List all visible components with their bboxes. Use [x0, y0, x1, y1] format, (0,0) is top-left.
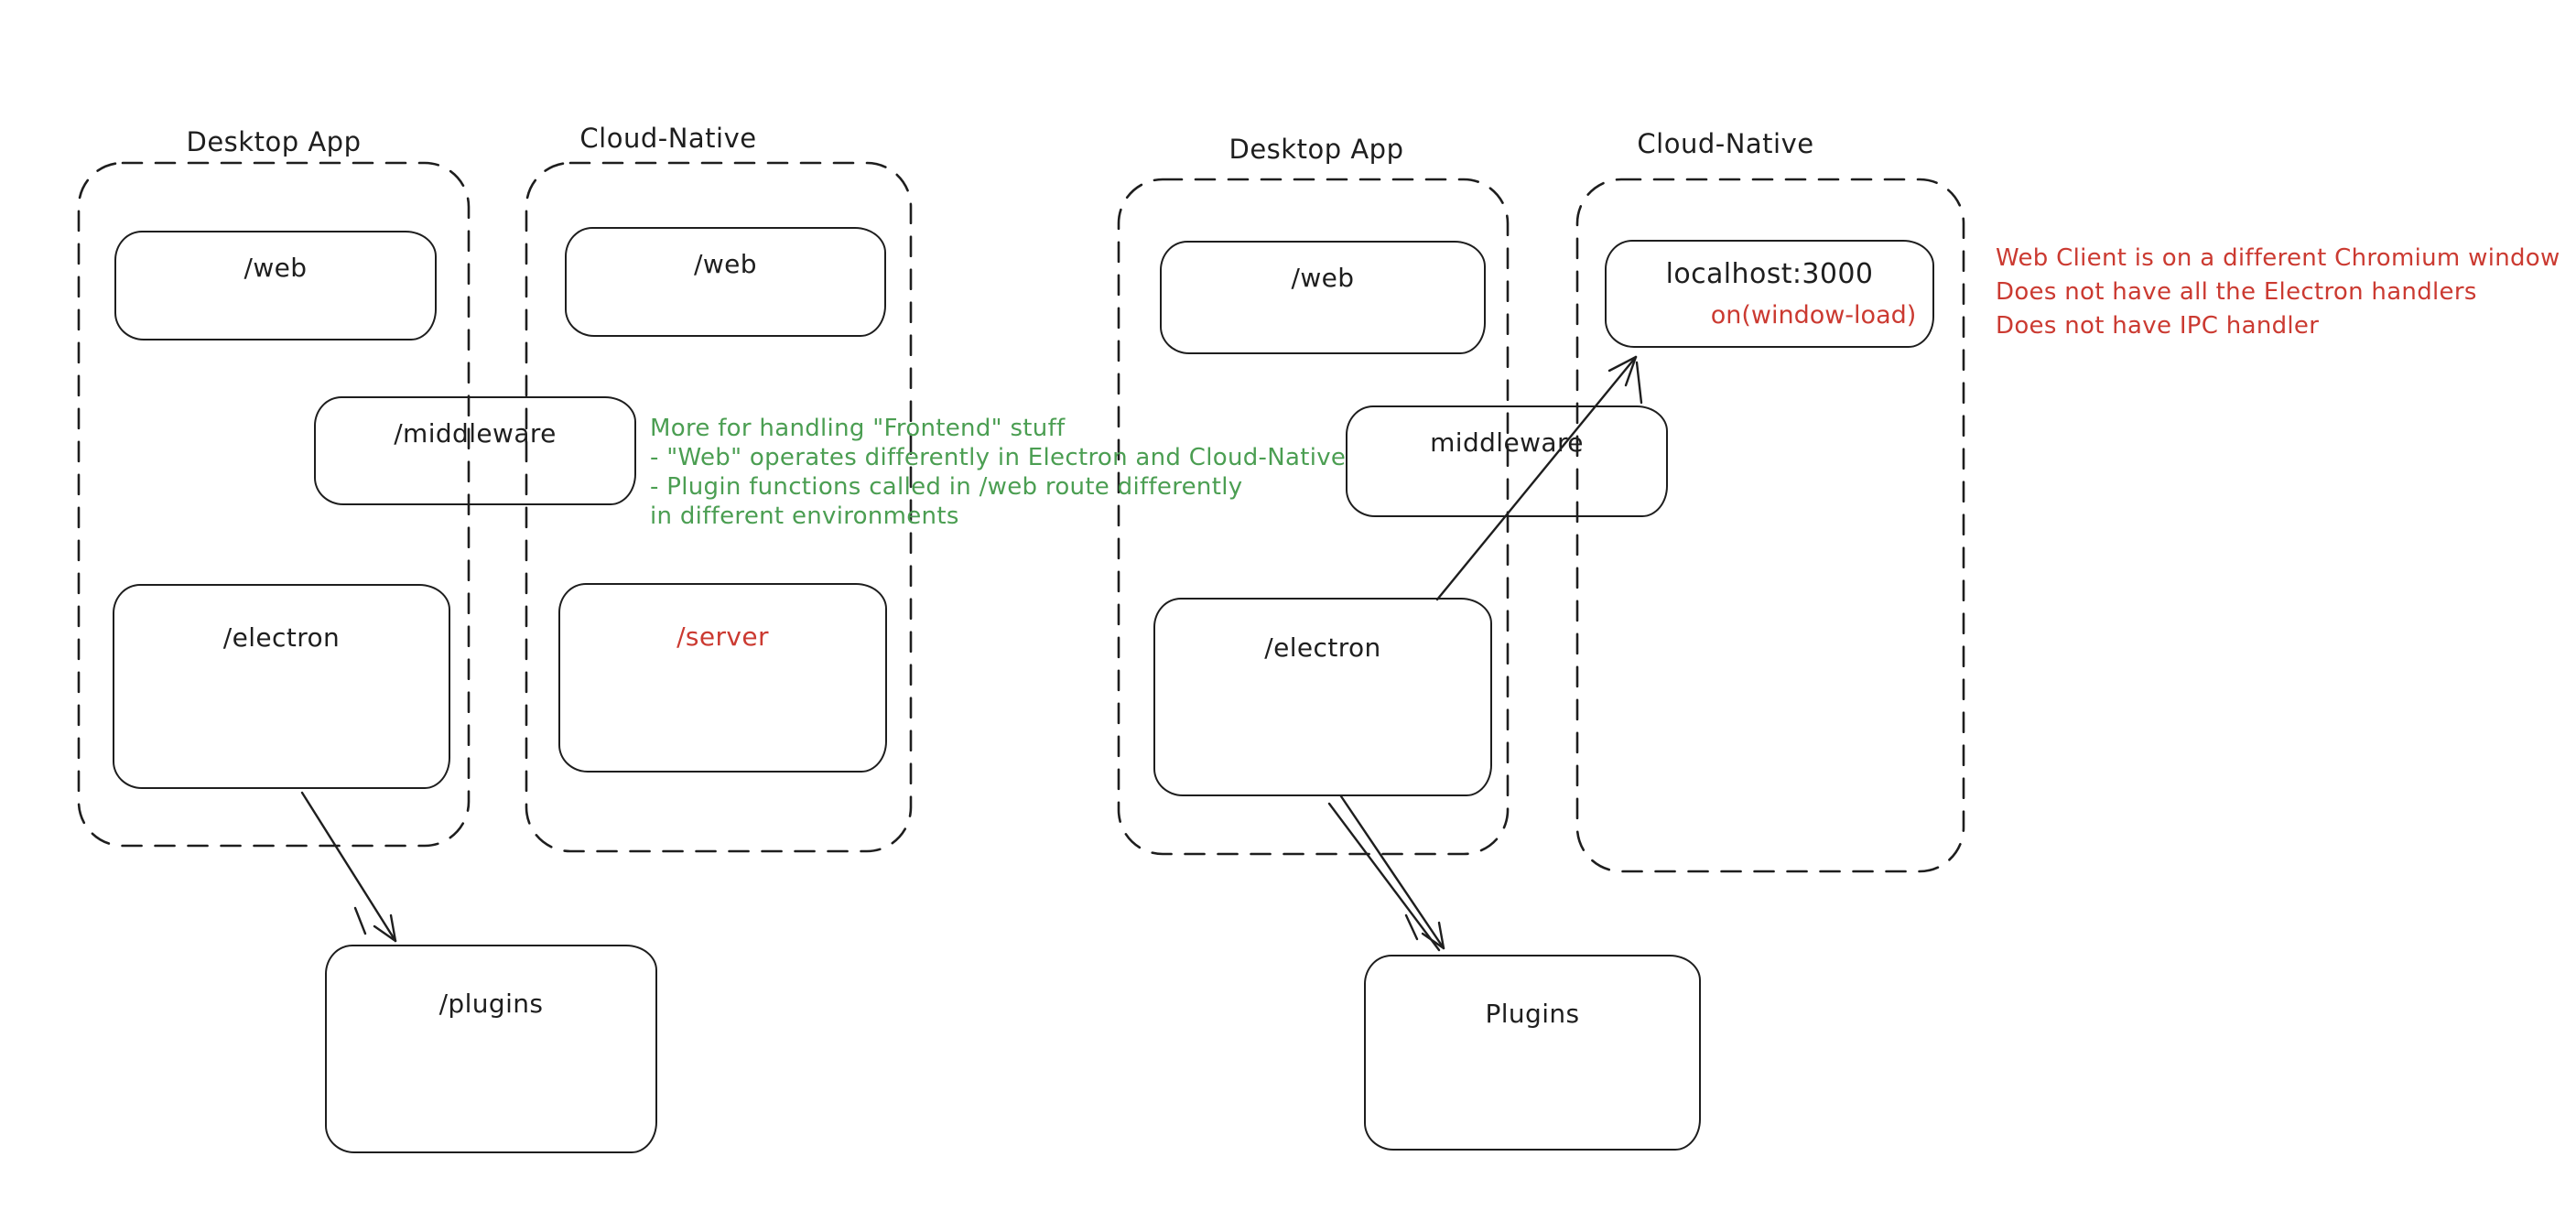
note-line: - Plugin functions called in /web route …	[650, 473, 1243, 501]
node-middleware-right: middleware	[1346, 405, 1668, 517]
node-label: /electron	[222, 622, 341, 653]
node-web-left-cloud: /web	[565, 227, 886, 337]
right-cloud-container	[1575, 178, 1965, 873]
node-web-left-desktop: /web	[114, 231, 437, 340]
note-line: More for handling "Frontend" stuff	[650, 415, 1066, 442]
node-localhost-3000: localhost:3000 on(window-load)	[1605, 240, 1934, 348]
node-web-right: /web	[1160, 241, 1486, 354]
window-load-label: on(window-load)	[1710, 301, 1917, 330]
arrow-electron-to-plugins-left	[300, 791, 397, 943]
note-line: Does not have all the Electron handlers	[1996, 278, 2477, 306]
note-line: - "Web" operates differently in Electron…	[650, 444, 1347, 471]
node-electron-right: /electron	[1153, 598, 1492, 796]
node-label: middleware	[1430, 427, 1584, 458]
right-desktop-title: Desktop App	[1228, 134, 1404, 165]
red-note: Web Client is on a different Chromium wi…	[1996, 242, 2560, 343]
node-label: /electron	[1264, 632, 1381, 663]
node-middleware-left: /middleware	[314, 396, 636, 505]
node-plugins-right: Plugins	[1364, 955, 1701, 1151]
note-line: in different environments	[650, 503, 959, 530]
left-cloud-title: Cloud-Native	[579, 123, 757, 154]
node-electron-left: /electron	[113, 584, 450, 789]
note-line: Does not have IPC handler	[1996, 312, 2320, 340]
node-label: /middleware	[394, 418, 557, 448]
left-desktop-title: Desktop App	[186, 126, 362, 157]
right-cloud-title: Cloud-Native	[1637, 128, 1814, 159]
arrow-electron-to-plugins-right	[1327, 794, 1445, 952]
node-label: /server	[676, 621, 769, 652]
node-label: Plugins	[1485, 999, 1580, 1029]
node-label: /web	[1291, 263, 1355, 293]
node-label: /plugins	[438, 989, 544, 1019]
node-server-left: /server	[558, 583, 887, 773]
left-cloud-container	[525, 161, 913, 853]
arrow-electron-to-localhost	[1435, 355, 1643, 601]
node-plugins-left: /plugins	[325, 945, 657, 1153]
green-note: More for handling "Frontend" stuff - "We…	[650, 414, 1346, 531]
node-label: /web	[244, 253, 308, 283]
node-label: /web	[694, 249, 757, 279]
note-line: Web Client is on a different Chromium wi…	[1996, 244, 2560, 272]
node-label: localhost:3000	[1665, 258, 1874, 290]
